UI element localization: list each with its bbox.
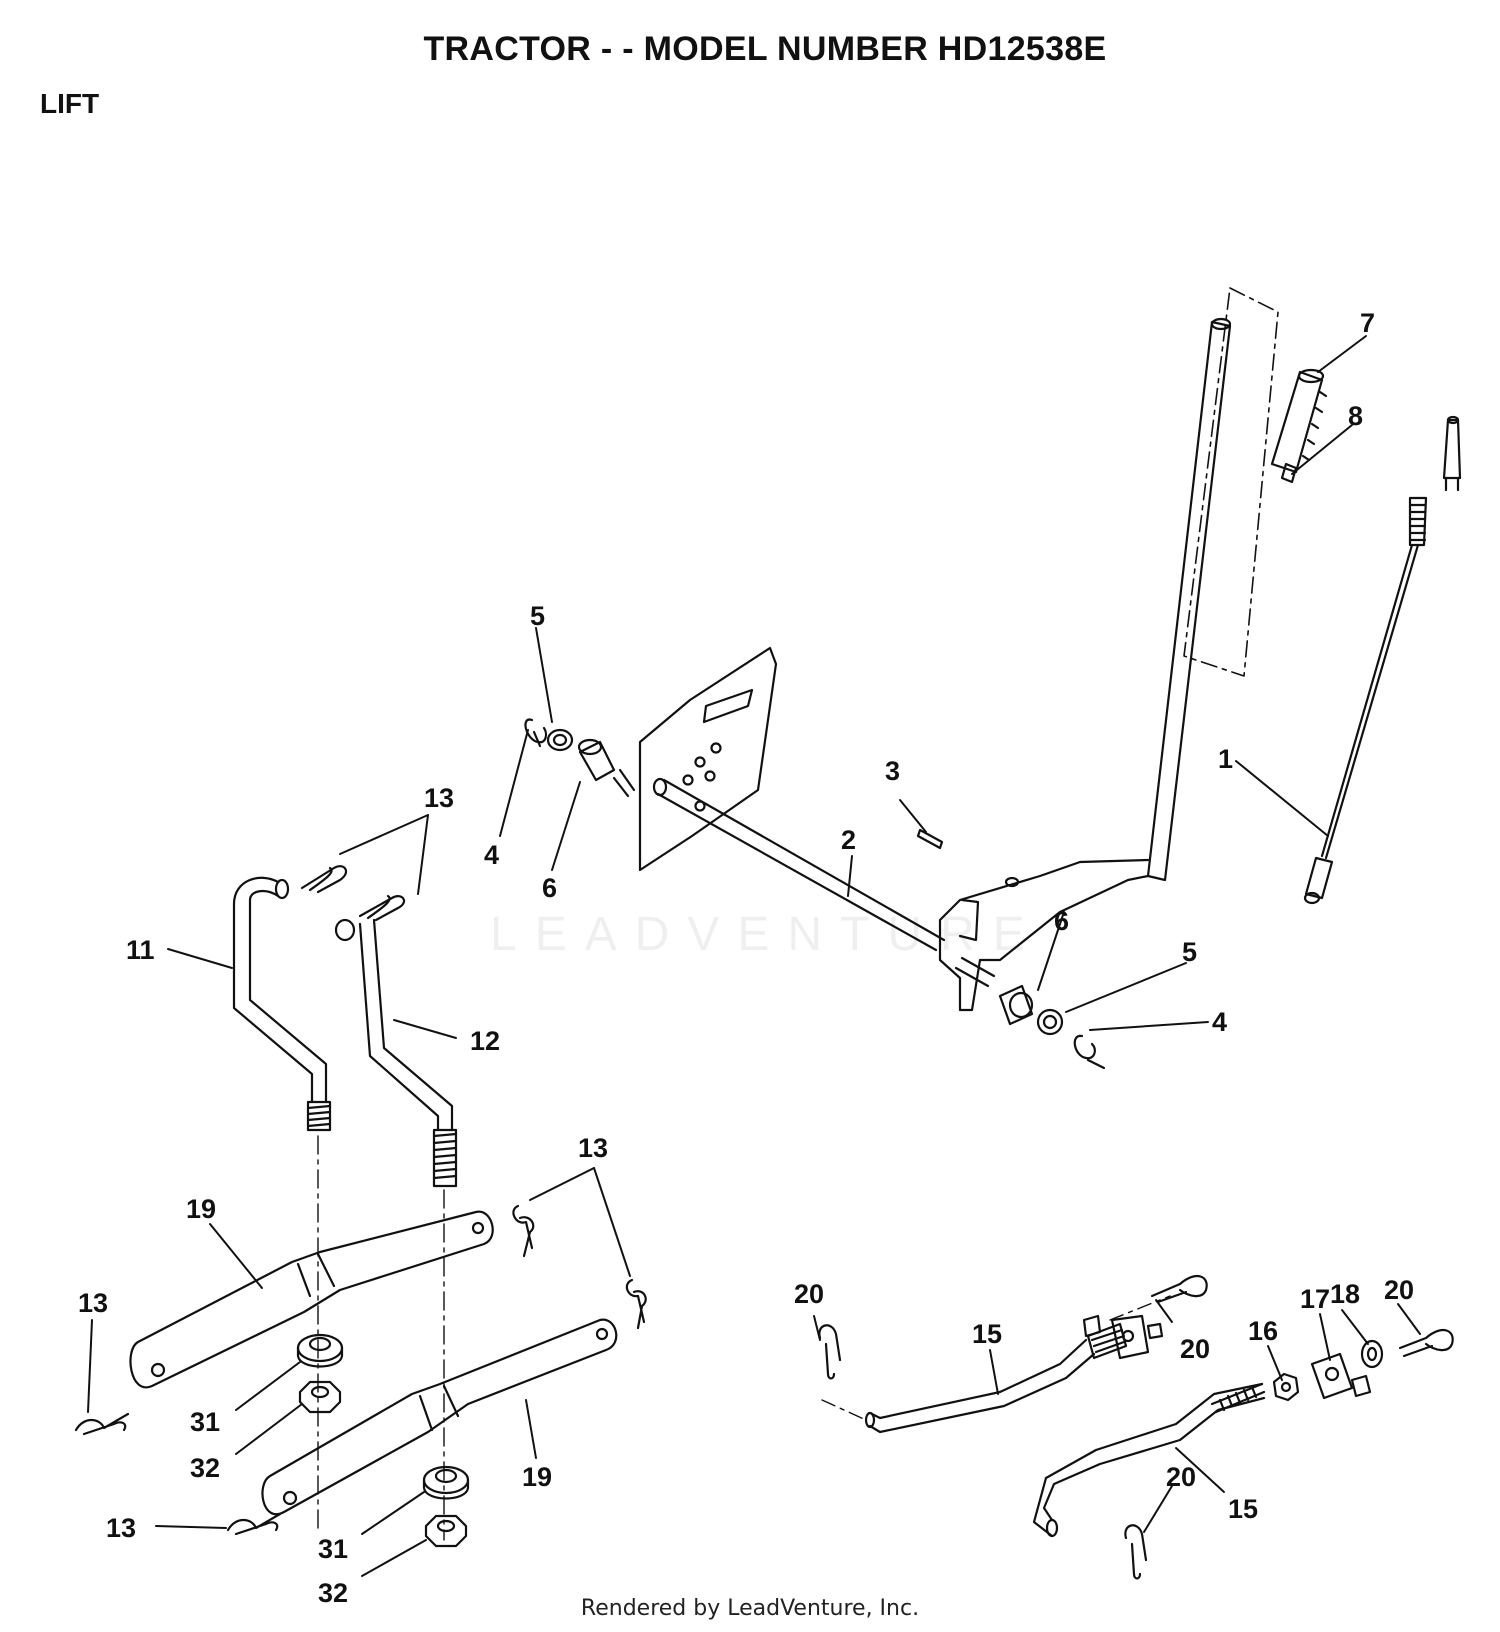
callout-13-bottom: 13 xyxy=(106,1513,136,1543)
callout-20-b: 20 xyxy=(1180,1334,1210,1364)
part-hairpin-lower-2 xyxy=(625,1278,647,1330)
part-hairpin-20-a xyxy=(818,1324,842,1380)
callout-19-upper: 19 xyxy=(186,1194,216,1224)
callout-19-lower: 19 xyxy=(522,1462,552,1492)
part-key xyxy=(916,828,944,850)
part-washer-left xyxy=(546,728,574,752)
watermark-text: LEADVENTURE xyxy=(490,908,1043,961)
callout-13-left: 13 xyxy=(78,1288,108,1318)
callout-6-left: 6 xyxy=(542,873,557,903)
part-bushing-left xyxy=(577,738,636,798)
callout-4-right: 4 xyxy=(1212,1007,1227,1037)
callout-31-lower: 31 xyxy=(318,1534,348,1564)
callout-32-upper: 32 xyxy=(190,1453,220,1483)
part-adjust-rod-lower xyxy=(1032,1382,1266,1538)
callout-5-left: 5 xyxy=(530,601,545,631)
part-nut-32-upper xyxy=(298,1380,342,1414)
callout-32-lower: 32 xyxy=(318,1578,348,1608)
callout-1: 1 xyxy=(1218,744,1233,774)
callout-15-lower: 15 xyxy=(1228,1494,1258,1524)
part-bushing-right xyxy=(998,984,1034,1026)
rod-centerline-upper-right xyxy=(1109,1295,1171,1321)
part-lift-handle xyxy=(938,317,1232,1012)
callout-20-a: 20 xyxy=(794,1279,824,1309)
part-hairpin-lower-4 xyxy=(226,1512,282,1536)
part-lift-link-right xyxy=(334,918,458,1188)
callout-15-upper: 15 xyxy=(972,1319,1002,1349)
part-hairpin-lower-1 xyxy=(512,1204,535,1258)
section-title: LIFT xyxy=(40,88,100,119)
part-adjust-rod-upper xyxy=(864,1314,1164,1434)
callout-17: 17 xyxy=(1300,1284,1330,1314)
callout-31-upper: 31 xyxy=(190,1407,220,1437)
part-washer-31-upper xyxy=(296,1333,344,1368)
part-lift-rod xyxy=(1303,415,1462,905)
part-hairpin-upper-2 xyxy=(358,894,406,922)
callout-6-right: 6 xyxy=(1054,906,1069,936)
callout-3: 3 xyxy=(885,756,900,786)
part-washer-18 xyxy=(1360,1339,1384,1369)
page-title: TRACTOR - - MODEL NUMBER HD12538E xyxy=(423,30,1107,68)
part-hairpin-lower-3 xyxy=(74,1412,130,1436)
callout-4-left: 4 xyxy=(484,840,499,870)
callout-20-d: 20 xyxy=(1166,1462,1196,1492)
part-handle-grip xyxy=(1270,368,1328,484)
part-nut-16 xyxy=(1272,1372,1300,1402)
part-hairpin-upper-1 xyxy=(300,865,348,894)
part-clip-left xyxy=(524,718,548,748)
rod-centerline-upper xyxy=(821,1399,867,1421)
part-trunnion-17 xyxy=(1310,1352,1372,1400)
callout-11: 11 xyxy=(126,935,155,965)
part-lift-arm-upper xyxy=(129,1210,494,1389)
footer-credit: Rendered by LeadVenture, Inc. xyxy=(580,1596,920,1621)
part-washer-right xyxy=(1036,1008,1064,1036)
part-hairpin-20-c xyxy=(1398,1328,1454,1358)
part-hairpin-20-d xyxy=(1124,1524,1148,1580)
callout-18: 18 xyxy=(1330,1279,1360,1309)
part-nut-32-lower xyxy=(424,1514,468,1548)
callout-8: 8 xyxy=(1348,401,1363,431)
part-hairpin-20-b xyxy=(1150,1274,1208,1304)
callout-16: 16 xyxy=(1248,1316,1278,1346)
callout-5-right: 5 xyxy=(1182,937,1197,967)
callout-13-top: 13 xyxy=(424,783,454,813)
callout-7: 7 xyxy=(1360,308,1375,338)
part-clip-right xyxy=(1073,1034,1106,1070)
part-lift-arm-lower xyxy=(261,1318,618,1516)
part-lift-link-left xyxy=(232,876,332,1132)
handle-phantom-outline xyxy=(1183,287,1279,677)
part-lift-shaft xyxy=(652,777,996,988)
callout-20-c: 20 xyxy=(1384,1275,1414,1305)
leader-lines xyxy=(87,335,1421,1577)
callout-12: 12 xyxy=(470,1026,500,1056)
part-washer-31-lower xyxy=(422,1465,470,1500)
part-mounting-plate xyxy=(638,646,778,872)
callout-2: 2 xyxy=(841,825,856,855)
callout-13-middle: 13 xyxy=(578,1133,608,1163)
